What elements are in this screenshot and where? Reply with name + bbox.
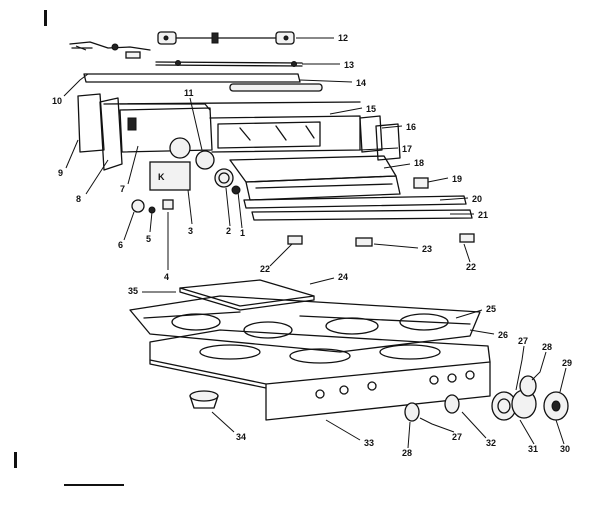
part-34-cup: [189, 390, 219, 409]
part-13-rod: [155, 60, 303, 67]
callout-11: 11: [184, 88, 194, 98]
part-24-griddle-plate: [179, 279, 315, 311]
part-33-cooktop-body: [149, 329, 491, 421]
callout-27-right: 27: [518, 336, 528, 346]
callout-29: 29: [562, 358, 572, 368]
part-22-23-brackets: [287, 233, 475, 247]
part-25-26-35-grates: [129, 295, 481, 353]
callout-labels: 12 13 14 15 16 17 18 19 20 21 22 23 22 2…: [52, 33, 572, 458]
callout-28-bottom: 28: [402, 448, 412, 458]
callout-25: 25: [486, 304, 496, 314]
callout-28-right: 28: [542, 342, 552, 352]
part-8-side-housing: [99, 97, 361, 171]
callout-27-bottom: 27: [452, 432, 462, 442]
part-14-tube: [83, 73, 323, 92]
callout-9: 9: [58, 168, 63, 178]
callout-19: 19: [452, 174, 462, 184]
callout-14: 14: [356, 78, 366, 88]
part-17-18-glass-panel: [229, 155, 401, 201]
callout-12: 12: [338, 33, 348, 43]
callout-34: 34: [236, 432, 246, 442]
callout-8: 8: [76, 194, 81, 204]
callout-10: 10: [52, 96, 62, 106]
callout-21: 21: [478, 210, 488, 220]
leader-lines: [63, 37, 567, 449]
callout-3: 3: [188, 226, 193, 236]
callout-22-right: 22: [466, 262, 476, 272]
callout-32: 32: [486, 438, 496, 448]
callout-7: 7: [120, 184, 125, 194]
callout-18: 18: [414, 158, 424, 168]
part-9-back-panel: [77, 93, 105, 153]
svg-text:K: K: [158, 172, 165, 182]
callout-24: 24: [338, 272, 348, 282]
callout-2: 2: [226, 226, 231, 236]
callout-16: 16: [406, 122, 416, 132]
callout-22-left: 22: [260, 264, 270, 274]
callout-26: 26: [498, 330, 508, 340]
small-components: [131, 168, 241, 214]
part-10-wire-assembly: [69, 41, 151, 59]
backguard-housing: K: [119, 103, 401, 191]
callout-13: 13: [344, 60, 354, 70]
callout-23: 23: [422, 244, 432, 254]
callout-33: 33: [364, 438, 374, 448]
callout-17: 17: [402, 144, 412, 154]
callout-31: 31: [528, 444, 538, 454]
part-19-clip: [413, 177, 429, 189]
callout-1: 1: [240, 228, 245, 238]
callout-35: 35: [128, 286, 138, 296]
callout-4: 4: [164, 272, 169, 282]
part-12-rod-assembly: [157, 31, 295, 45]
callout-15: 15: [366, 104, 376, 114]
callout-20: 20: [472, 194, 482, 204]
callout-5: 5: [146, 234, 151, 244]
callout-6: 6: [118, 240, 123, 250]
part-20-21-rails: [243, 195, 473, 221]
callout-30: 30: [560, 444, 570, 454]
scan-marks: [14, 10, 124, 486]
knobs-27-32: [404, 375, 569, 422]
